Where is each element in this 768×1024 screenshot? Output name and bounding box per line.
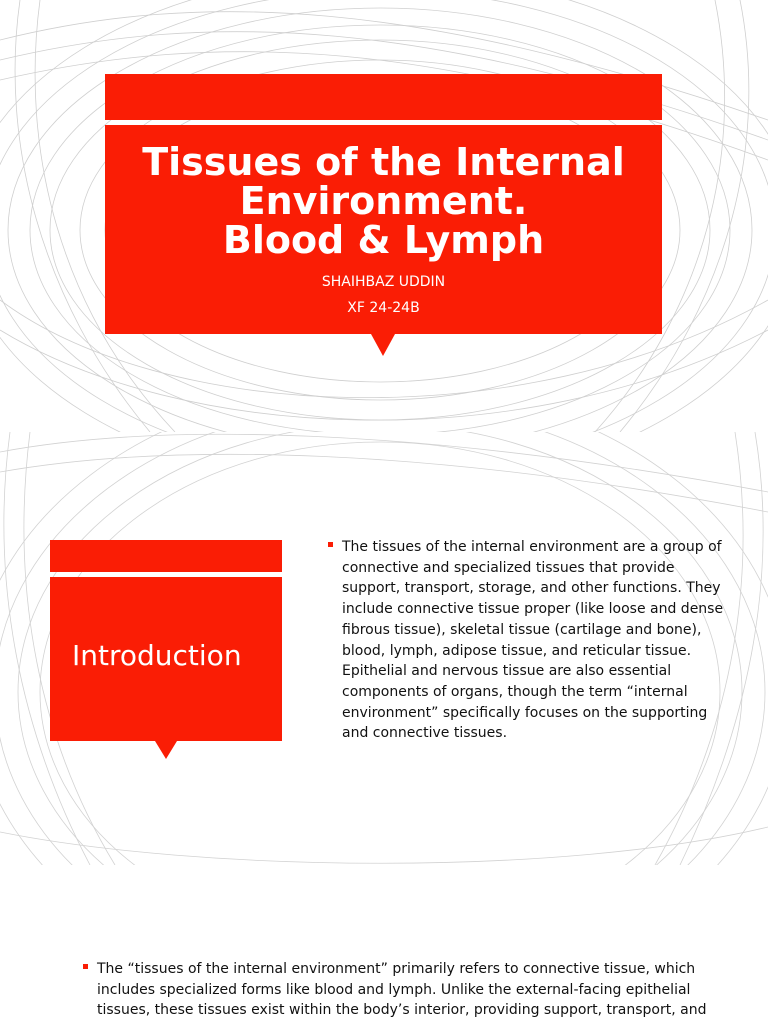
callout-pointer [155, 741, 177, 759]
intro-top-bar [50, 540, 282, 572]
author-name: SHAIHBAZ UDDIN [321, 274, 446, 290]
intro-heading: Introduction [72, 639, 242, 672]
group-code: XF 24-24B [347, 300, 420, 316]
slide-title-text: Tissues of the Internal Environment. Blo… [105, 143, 662, 260]
title-line-3: Blood & Lymph [222, 218, 545, 262]
bullet-icon [328, 542, 333, 547]
slide-content: The “tissues of the internal environment… [0, 865, 768, 1024]
background-swirl-lines [0, 432, 768, 865]
intro-box: Introduction [50, 577, 282, 741]
title-line-1: Tissues of the Internal [142, 140, 625, 184]
title-box: Tissues of the Internal Environment. Blo… [105, 125, 662, 334]
bullet-icon [83, 964, 88, 969]
intro-body-text: The tissues of the internal environment … [342, 539, 724, 742]
title-top-bar [105, 74, 662, 120]
callout-pointer [371, 334, 395, 356]
title-line-2: Environment. [239, 179, 528, 223]
slide-introduction: Introduction The tissues of the internal… [0, 432, 768, 865]
content-body-text: The “tissues of the internal environment… [97, 961, 707, 1019]
slide-title: Tissues of the Internal Environment. Blo… [0, 0, 768, 432]
